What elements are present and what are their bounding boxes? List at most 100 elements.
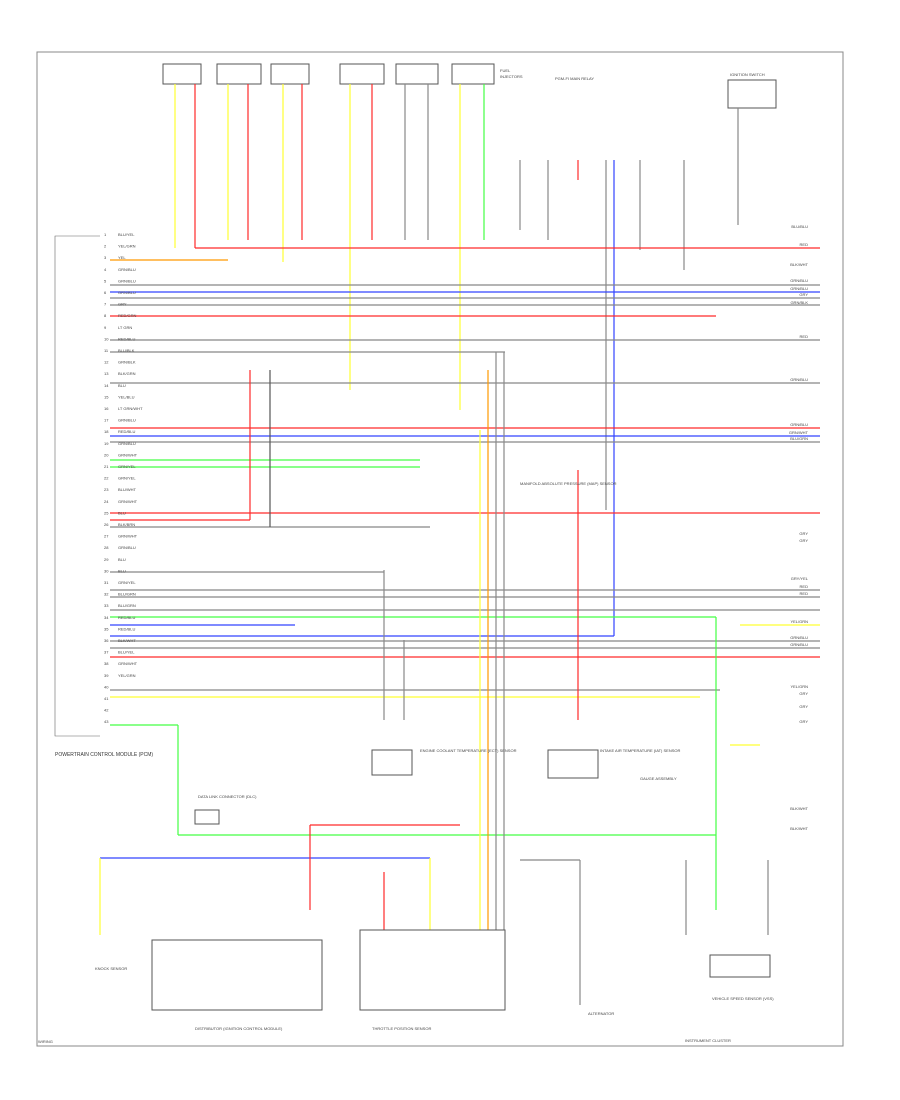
- pcm-pin-id: 39: [104, 673, 109, 678]
- pcm-pin-wire-label: GRN/BLU: [118, 267, 136, 272]
- pcm-pin-id: 21: [104, 464, 109, 469]
- pcm-pin-id: 24: [104, 499, 109, 504]
- right-wire-label: GRY/YEL: [791, 576, 809, 581]
- pcm-pin-id: 11: [104, 348, 109, 353]
- pcm-pin-id: 13: [104, 371, 109, 376]
- pcm-pin-id: 33: [104, 603, 109, 608]
- bottom-components: DISTRIBUTOR (IGNITION CONTROL MODULE) TH…: [38, 481, 774, 1044]
- right-wire-label: YEL/GRN: [790, 684, 808, 689]
- pcm-pin-id: 4: [104, 267, 107, 272]
- pcm-pin-wire-label: BLU/GRN: [118, 603, 136, 608]
- pcm-pin-wire-label: YEL/GRN: [118, 673, 136, 678]
- right-wire-label: GRN/BLU: [790, 422, 808, 427]
- ignition-label: IGNITION SWITCH: [730, 72, 765, 77]
- pcm-pin-wire-label: BLU: [118, 383, 126, 388]
- pcm-pin-wire-label: BLU: [118, 510, 126, 515]
- pcm-pin-wire-label: GRN/YEL: [118, 476, 136, 481]
- right-wire-label: GRN/BLU: [790, 286, 808, 291]
- diagram-frame: [36, 51, 844, 1047]
- pcm-pin-id: 25: [104, 510, 109, 515]
- right-wire-label: RED: [800, 584, 809, 589]
- pcm-pin-wire-label: GRN/WHT: [118, 661, 138, 666]
- pcm-pin-wire-label: GRN/WHT: [118, 499, 138, 504]
- pcm-pin-id: 12: [104, 360, 109, 365]
- pcm-pin-id: 22: [104, 476, 109, 481]
- pcm-pin-id: 29: [104, 557, 109, 562]
- pcm-pin-wire-label: YEL/GRN: [118, 244, 136, 249]
- tps-label: THROTTLE POSITION SENSOR: [372, 1026, 431, 1031]
- pcm-pin-id: 41: [104, 696, 109, 701]
- right-wire-label: RED: [800, 591, 809, 596]
- pcm-pin-wire-label: YEL/BLU: [118, 394, 135, 399]
- pcm-pin-wire-label: LT GRN: [118, 325, 132, 330]
- pcm-pin-id: 28: [104, 545, 109, 550]
- top-components: FUEL INJECTORS PGM-FI MAIN RELAY IGNITIO…: [162, 63, 777, 109]
- pcm-pin-id: 18: [104, 429, 109, 434]
- pcm-pin-wire-label: RED/BLU: [118, 626, 135, 631]
- pcm-pin-id: 27: [104, 534, 109, 539]
- lower-wires: [99, 352, 769, 1005]
- pcm-pin-id: 42: [104, 708, 109, 713]
- pcm-pin-id: 26: [104, 522, 109, 527]
- pcm-pin-wire-label: BLU/BLK: [118, 348, 135, 353]
- right-wire-label: GRN/WHT: [789, 430, 809, 435]
- pcm-pin-wire-label: GRN/BLU: [118, 278, 136, 283]
- iat-label: INTAKE AIR TEMPERATURE (IAT) SENSOR: [600, 748, 680, 753]
- right-wire-label: GRN/BLU: [790, 377, 808, 382]
- pcm-pin-wire-label: BLU/GRN: [118, 592, 136, 597]
- pcm-pin-wire-label: GRN/BLU: [118, 441, 136, 446]
- pcm-pin-wire-label: RED/BLU: [118, 615, 135, 620]
- pcm-pin-id: 9: [104, 325, 107, 330]
- pcm-pin-wire-label: BLU/YEL: [118, 232, 135, 237]
- pcm-pin-wire-label: BLK/GRN: [118, 371, 136, 376]
- instrument-label: INSTRUMENT CLUSTER: [685, 1038, 731, 1043]
- map-label: MANIFOLD ABSOLUTE PRESSURE (MAP) SENSOR: [520, 481, 617, 486]
- right-wire-label: BLK/WHT: [790, 262, 808, 267]
- pcm-pin-id: 8: [104, 313, 107, 318]
- vss-label: VEHICLE SPEED SENSOR (VSS): [712, 996, 774, 1001]
- right-wire-labels: BLU/BLUREDBLK/WHTGRN/BLUGRN/BLUGRYGRN/BL…: [789, 224, 809, 831]
- pcm-pin-wire-label: BLU: [118, 568, 126, 573]
- top-label-a: FUEL: [500, 68, 511, 73]
- pcm-pin-id: 7: [104, 302, 107, 307]
- pcm-pin-id: 23: [104, 487, 109, 492]
- pcm-pin-wire-label: BLU/YEL: [118, 650, 135, 655]
- pcm-pin-wire-label: RED/GRN: [118, 313, 137, 318]
- right-wire-label: GRN/BLU: [790, 635, 808, 640]
- page-ref: WIRING: [38, 1039, 53, 1044]
- pcm-pin-wire-label: GRY: [118, 302, 127, 307]
- pcm-pin-wire-label: RED/BLU: [118, 336, 135, 341]
- right-wire-label: GRN/BLU: [790, 642, 808, 647]
- right-wire-label: GRY: [799, 538, 808, 543]
- right-wire-label: BLK/WHT: [790, 806, 808, 811]
- right-wire-label: GRY: [799, 691, 808, 696]
- pcm-pin-id: 5: [104, 278, 107, 283]
- pcm-pin-id: 35: [104, 626, 109, 631]
- pcm-pin-wire-label: RED/BLU: [118, 429, 135, 434]
- right-wire-label: BLU/GRN: [790, 436, 808, 441]
- distributor-label: DISTRIBUTOR (IGNITION CONTROL MODULE): [195, 1026, 283, 1031]
- right-wire-label: GRY: [799, 704, 808, 709]
- pcm-pin-id: 43: [104, 719, 109, 724]
- pcm-pin-wire-label: BLK/BRN: [118, 522, 135, 527]
- pcm-pin-wire-label: BLU: [118, 557, 126, 562]
- knock-label: KNOCK SENSOR: [95, 966, 127, 971]
- top-vertical-wires: [174, 84, 739, 636]
- pcm-label: POWERTRAIN CONTROL MODULE (PCM): [55, 752, 153, 758]
- pcm-pin-wire-label: YEL: [118, 255, 126, 260]
- dlc-label: DATA LINK CONNECTOR (DLC): [198, 794, 257, 799]
- right-wire-label: YEL/GRN: [790, 619, 808, 624]
- right-wire-label: RED: [800, 242, 809, 247]
- pcm-pin-id: 2: [104, 244, 107, 249]
- gauge-label: GAUGE ASSEMBLY: [640, 776, 677, 781]
- pcm-pin-wire-label: GRN/WHT: [118, 534, 138, 539]
- pcm-pin-wire-label: GRN/BLU: [118, 418, 136, 423]
- right-wire-label: GRY: [799, 719, 808, 724]
- pcm-block: POWERTRAIN CONTROL MODULE (PCM): [54, 235, 153, 758]
- pcm-pin-id: 1: [104, 232, 107, 237]
- pcm-pin-id: 16: [104, 406, 109, 411]
- pcm-pin-id: 40: [104, 684, 109, 689]
- pcm-pin-wire-label: GRN/YEL: [118, 580, 136, 585]
- pcm-pin-wire-label: GRN/BLU: [118, 545, 136, 550]
